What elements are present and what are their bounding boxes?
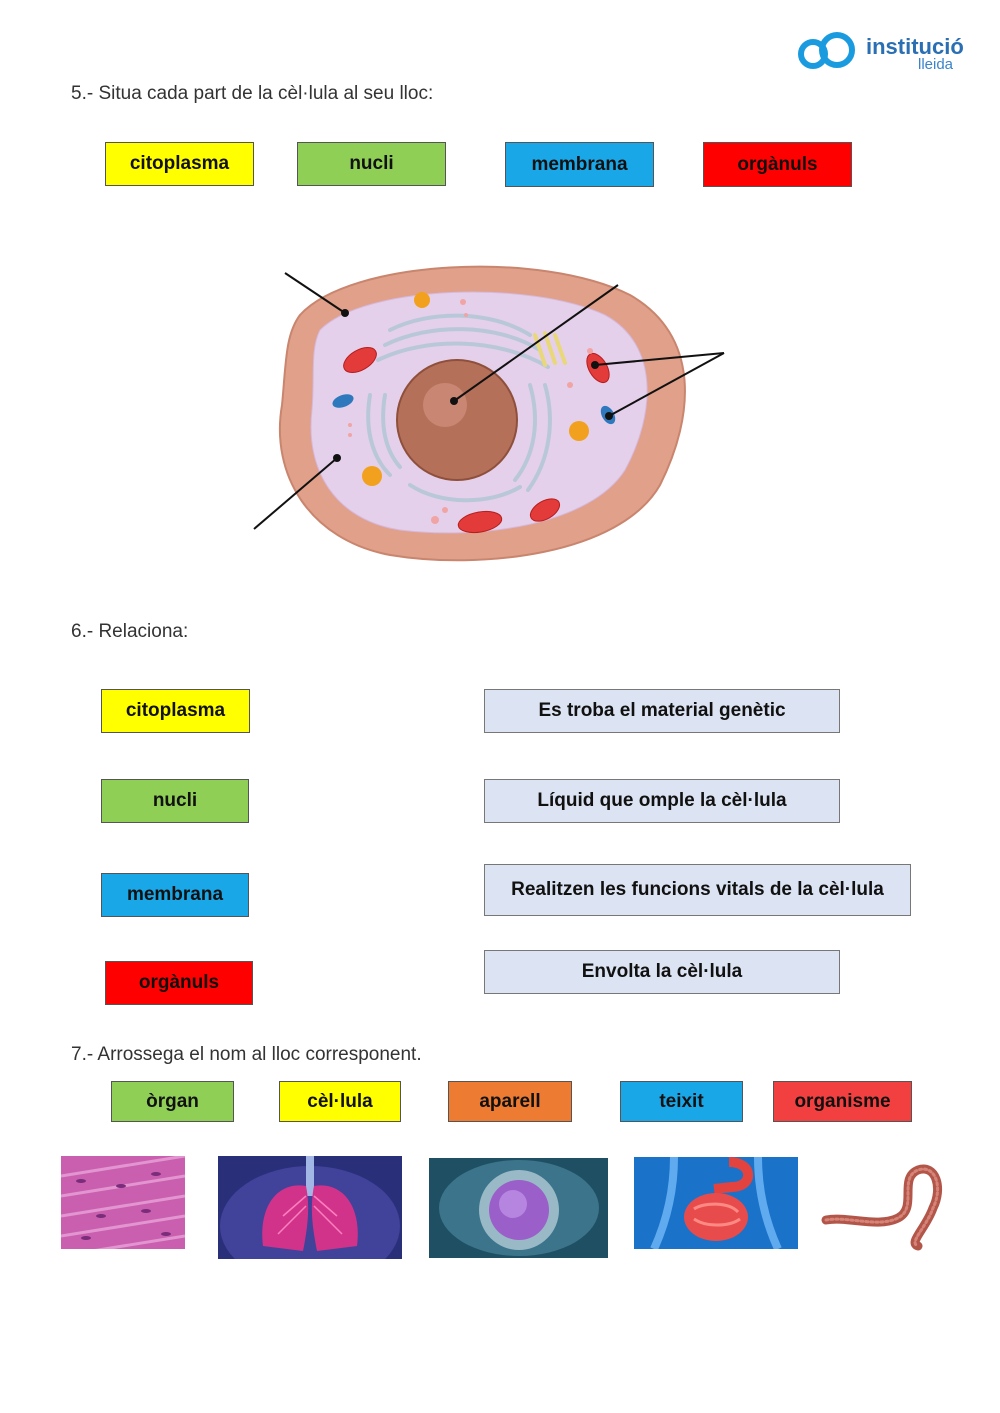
s7-label-organ[interactable]: òrgan — [111, 1081, 234, 1122]
s7-label-cellula[interactable]: cèl·lula — [279, 1081, 401, 1122]
cell-diagram — [253, 265, 725, 562]
s6-desc-liquid[interactable]: Líquid que omple la cèl·lula — [484, 779, 840, 823]
s5-label-nucli[interactable]: nucli — [297, 142, 446, 186]
s7-label-organisme[interactable]: organisme — [773, 1081, 912, 1122]
digestive-system-image[interactable] — [634, 1157, 798, 1249]
cell-image[interactable] — [429, 1158, 608, 1258]
tissue-image[interactable] — [61, 1156, 185, 1249]
logo: institució lleida — [796, 30, 966, 74]
s6-label-membrana[interactable]: membrana — [101, 873, 249, 917]
logo-title: institució — [866, 34, 964, 59]
s6-desc-envolta[interactable]: Envolta la cèl·lula — [484, 950, 840, 994]
s5-label-membrana[interactable]: membrana — [505, 142, 654, 187]
logo-subtitle: lleida — [918, 56, 954, 73]
section6-heading: 6.- Relaciona: — [71, 621, 189, 642]
s5-label-organuls[interactable]: orgànuls — [703, 142, 852, 187]
worm-image[interactable] — [818, 1158, 946, 1251]
logo-rings-icon — [798, 32, 855, 69]
section5-heading: 5.- Situa cada part de la cèl·lula al se… — [71, 83, 434, 104]
s6-label-nucli[interactable]: nucli — [101, 779, 249, 823]
s7-label-aparell[interactable]: aparell — [448, 1081, 572, 1122]
s6-label-organuls[interactable]: orgànuls — [105, 961, 253, 1005]
s5-label-citoplasma[interactable]: citoplasma — [105, 142, 254, 186]
s6-desc-genetic[interactable]: Es troba el material genètic — [484, 689, 840, 733]
s6-label-citoplasma[interactable]: citoplasma — [101, 689, 250, 733]
s6-desc-functions[interactable]: Realitzen les funcions vitals de la cèl·… — [484, 864, 911, 916]
s7-label-teixit[interactable]: teixit — [620, 1081, 743, 1122]
lungs-image[interactable] — [218, 1156, 402, 1259]
section7-heading: 7.- Arrossega el nom al lloc corresponen… — [71, 1044, 422, 1065]
